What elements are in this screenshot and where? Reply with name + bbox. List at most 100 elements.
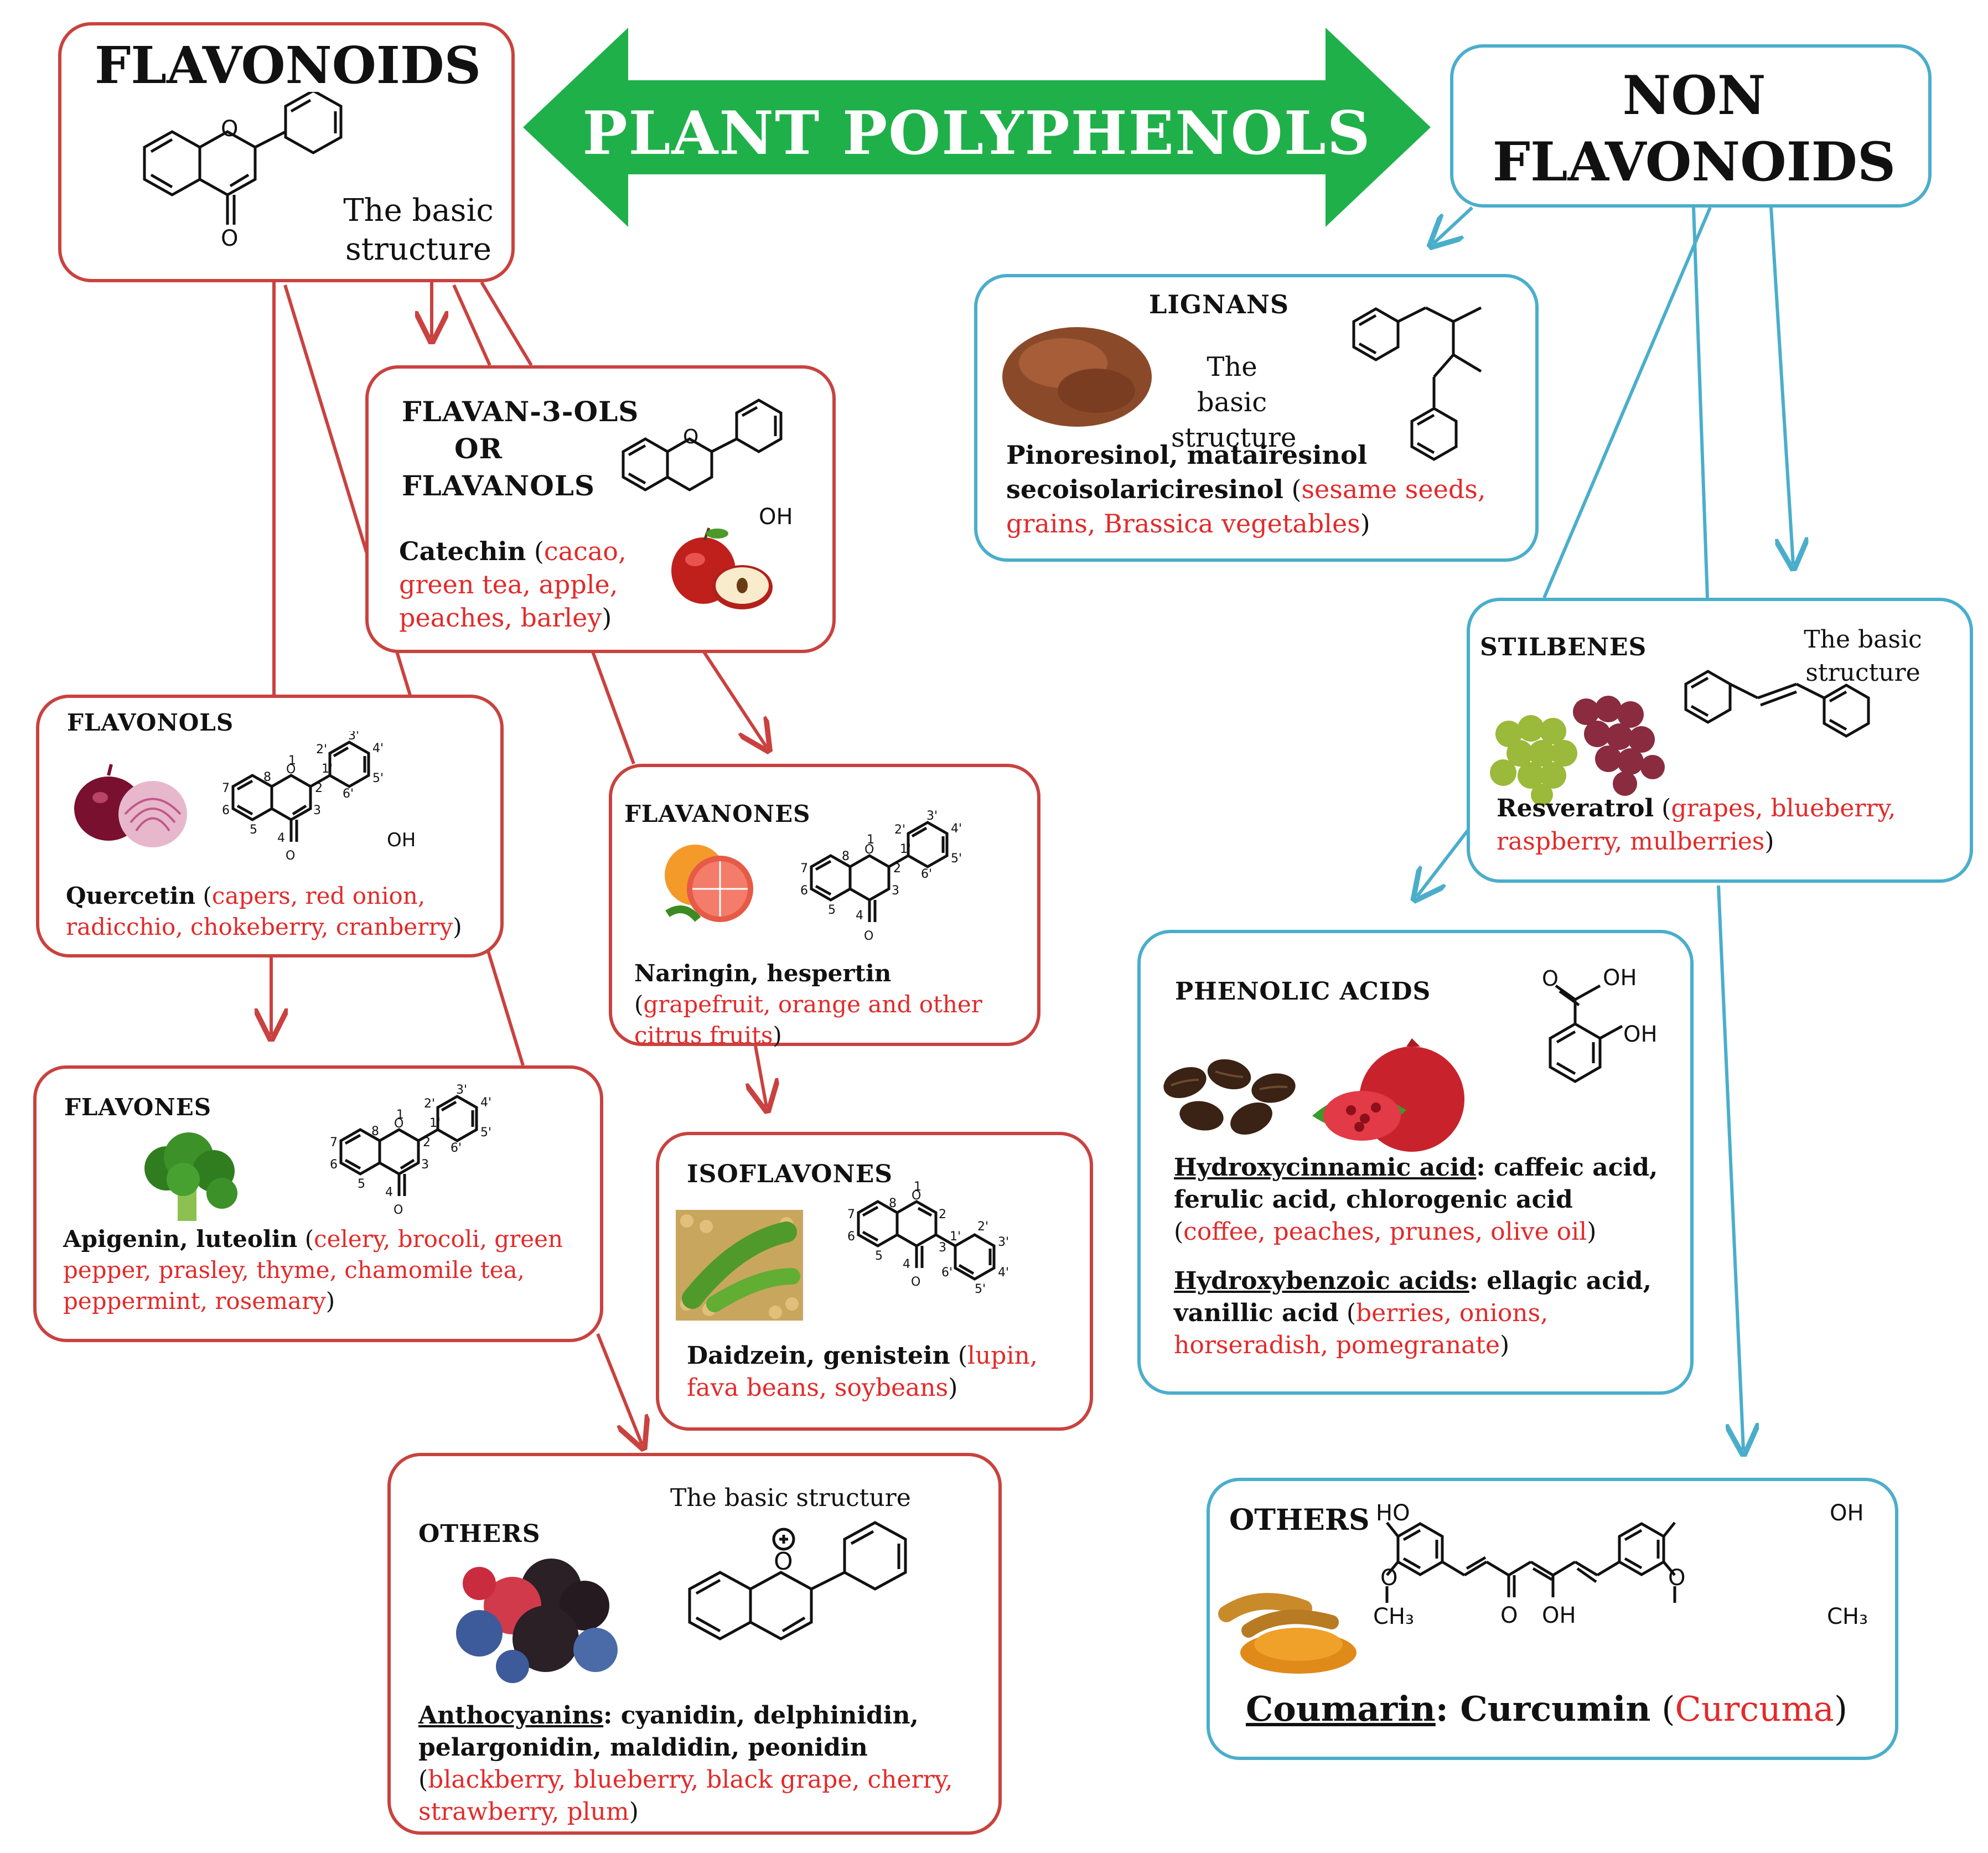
svg-text:4: 4: [277, 831, 285, 845]
pomegranate-image: [1301, 1038, 1489, 1162]
svg-text:O: O: [864, 929, 873, 943]
flavonols-description: Quercetin (capers, red onion, radicchio,…: [66, 882, 462, 940]
svg-text:O: O: [394, 1117, 403, 1131]
svg-text:O: O: [394, 1203, 403, 1217]
arrow-to-isoflavones: [755, 1045, 767, 1107]
svg-text:4': 4': [951, 822, 962, 836]
hydroxybenzoic-compounds: ellagic acid, vanillic acid: [1174, 1267, 1652, 1327]
svg-text:O: O: [864, 843, 874, 857]
svg-text:6': 6': [921, 867, 932, 881]
flavonoids-others-box: OTHERS The basic structure O Anthocyanin…: [387, 1453, 1002, 1835]
svg-text:7: 7: [847, 1208, 855, 1221]
isoflavones-compounds: Daidzein, genistein: [687, 1342, 950, 1370]
flavonols-compounds: Quercetin: [66, 882, 196, 909]
svg-text:O: O: [774, 1547, 793, 1576]
salicylic-acid-structure-icon: O: [1542, 966, 1623, 1083]
phenolic-acids-oh-right: OH: [1623, 1022, 1658, 1047]
isoflavones-foods: lupin, fava beans, soybeans: [687, 1342, 1038, 1402]
flavanones-compounds: Naringin, hespertin: [634, 960, 892, 987]
arrow-to-others: [596, 1333, 642, 1445]
svg-text:1: 1: [867, 833, 874, 847]
non-flavonoids-title-line2: FLAVONOIDS: [1492, 131, 1896, 193]
svg-text:2': 2': [977, 1220, 988, 1234]
svg-text:5: 5: [250, 823, 257, 837]
flavanol-structure-icon: O: [622, 398, 783, 491]
svg-text:2: 2: [893, 862, 901, 876]
svg-text:1': 1': [900, 842, 911, 856]
svg-text:1': 1': [429, 1116, 441, 1130]
svg-text:5': 5': [480, 1126, 491, 1140]
svg-text:6: 6: [800, 884, 808, 898]
svg-text:3': 3': [348, 731, 359, 743]
svg-text:7: 7: [800, 862, 808, 876]
svg-text:2: 2: [315, 781, 323, 795]
svg-text:6: 6: [222, 804, 230, 817]
svg-text:6': 6': [451, 1141, 462, 1155]
curcumin-compound: Curcumin: [1460, 1689, 1651, 1729]
line-to-flavan3ols-b: [480, 281, 533, 366]
arrow-to-phenolic-acids: [1417, 824, 1474, 897]
hydroxybenzoic-foods: berries, onions, horseradish, pomegranat…: [1174, 1299, 1549, 1359]
line-to-flavan3ols-a: [452, 284, 491, 366]
svg-text:8: 8: [263, 770, 271, 784]
flavone-class-structure-icon: O O 187 654 321' 2'3'4' 5'6': [330, 1083, 491, 1217]
svg-text:O: O: [221, 116, 238, 142]
flavonoids-box: FLAVONOIDS O O The basic structure: [58, 22, 515, 282]
broccoli-image: [133, 1130, 250, 1226]
curcumin-food: Curcuma: [1675, 1689, 1834, 1729]
svg-text:O: O: [286, 763, 296, 777]
svg-text:5: 5: [828, 903, 836, 917]
svg-text:5': 5': [975, 1282, 986, 1296]
berries-icon: [456, 1559, 618, 1683]
curcumin-ch3-right-label: CH₃: [1827, 1604, 1868, 1629]
onion-image: [70, 762, 197, 858]
svg-text:6': 6': [343, 787, 354, 801]
flavonols-title: FLAVONOLS: [67, 709, 234, 736]
citrus-image: [656, 836, 767, 933]
stilbenes-basic-structure-label: The basic structure: [1804, 625, 1922, 687]
svg-text:4: 4: [903, 1257, 910, 1271]
flavan3ols-title-line2: OR: [454, 432, 503, 465]
flavonoids-others-basic-structure-label: The basic structure: [670, 1484, 911, 1512]
svg-text:2': 2': [316, 743, 327, 757]
flavan3ols-title-line3: FLAVANOLS: [402, 469, 596, 502]
stilbenes-title: STILBENES: [1480, 633, 1647, 661]
isoflavones-title: ISOFLAVONES: [687, 1160, 893, 1188]
svg-text:7: 7: [330, 1136, 338, 1150]
svg-text:1: 1: [914, 1180, 921, 1194]
isoflavone-structure-icon: O O 187 654 231' 2'3'4' 5'6': [847, 1180, 1009, 1296]
flavanones-foods: grapefruit, orange and other citrus frui…: [634, 991, 982, 1049]
berries-image: [446, 1550, 629, 1685]
turmeric-icon: [1218, 1593, 1357, 1674]
curcumin-description: Coumarin: Curcumin (Curcuma): [1246, 1689, 1848, 1729]
sesame-seeds-image: [997, 319, 1157, 432]
lignans-basic-structure-label: The basic structure: [1171, 351, 1297, 453]
flavonoids-basic-structure-label: The basic structure: [343, 193, 494, 267]
svg-text:2: 2: [423, 1136, 431, 1150]
grapefruit-icon: [665, 845, 753, 922]
pomegranate-icon: [1312, 1038, 1464, 1152]
flavonols-foods: capers, red onion, radicchio, chokeberry…: [66, 882, 453, 940]
flavan3ols-compounds: Catechin: [399, 536, 526, 566]
flavonoids-title: FLAVONOIDS: [95, 35, 482, 95]
phenolic-acids-oh-top: OH: [1603, 965, 1637, 991]
svg-text:1: 1: [396, 1108, 404, 1122]
plant-polyphenols-arrow: PLANT POLYPHENOLS: [523, 17, 1431, 238]
anthocyanins-foods: blackberry, blueberry, black grape, cher…: [418, 1766, 953, 1826]
non-flavonoids-title-line1: NON: [1622, 64, 1766, 127]
stilbenes-description: Resveratrol (grapes, blueberry, raspberr…: [1497, 794, 1896, 856]
svg-text:5: 5: [358, 1177, 365, 1191]
isoflavones-description: Daidzein, genistein (lupin, fava beans, …: [687, 1342, 1038, 1402]
flavonoids-others-title: OTHERS: [418, 1520, 541, 1548]
svg-text:3': 3': [998, 1235, 1009, 1249]
grapes-image: [1487, 684, 1680, 808]
flavones-foods: celery, brocoli, green pepper, prasley, …: [63, 1225, 563, 1314]
svg-text:3': 3': [456, 1083, 467, 1097]
flavones-title: FLAVONES: [64, 1094, 212, 1121]
soybean-icon: [676, 1210, 803, 1321]
flavone-structure-icon: O O: [143, 92, 343, 251]
svg-text:4': 4': [372, 742, 384, 755]
svg-text:O: O: [286, 849, 295, 863]
